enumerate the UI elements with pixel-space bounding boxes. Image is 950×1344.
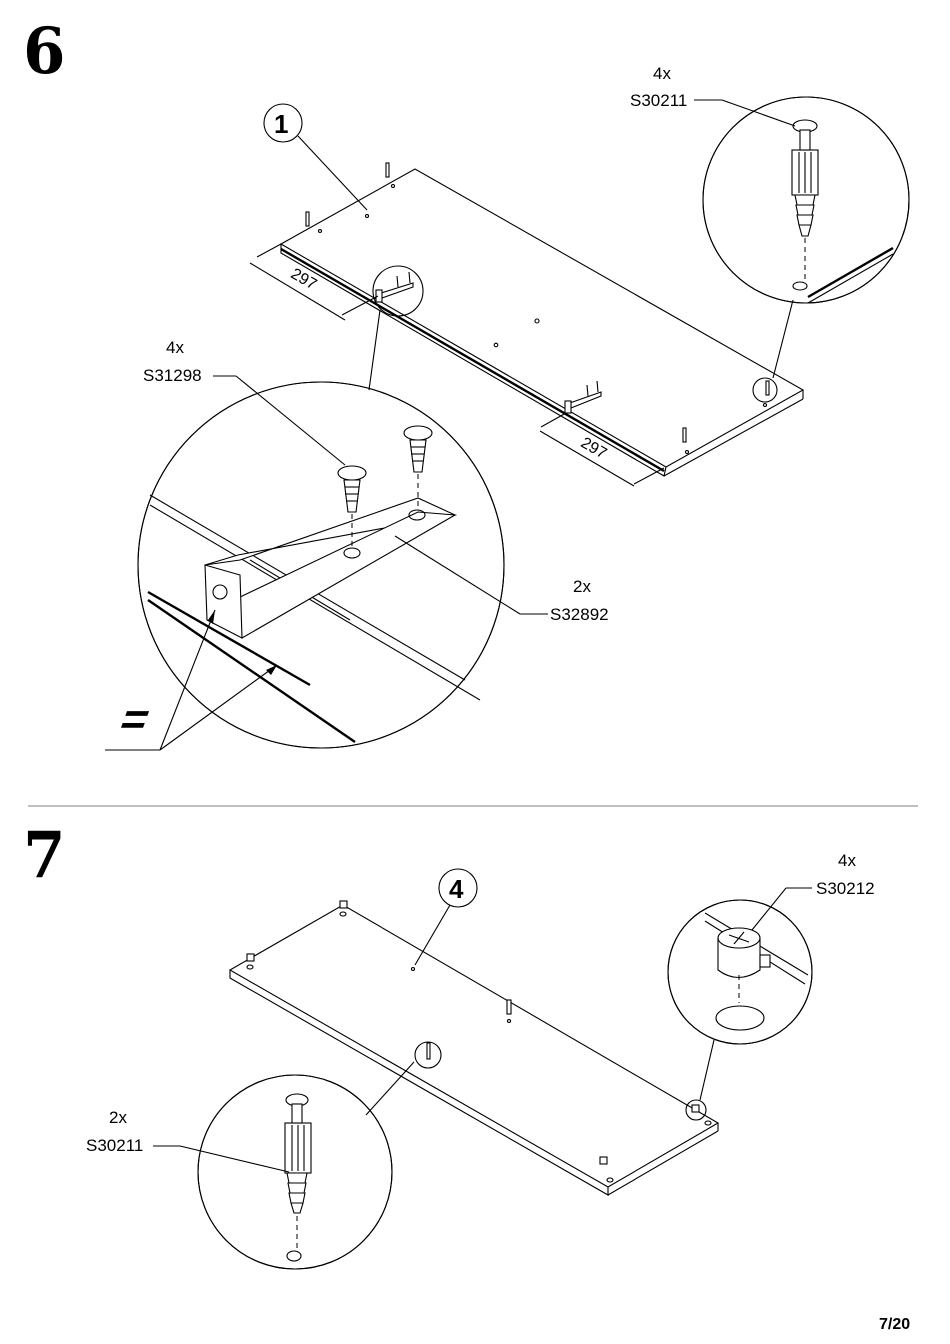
bracket-code: S32892 <box>550 605 609 624</box>
page-number: 7/20 <box>879 1316 911 1333</box>
panel-1-drawing <box>279 168 805 477</box>
step-number-7: 7 <box>23 818 66 893</box>
panel-4-drawing <box>228 900 720 1196</box>
cam-code: S30212 <box>816 879 875 898</box>
bracket-qty: 2x <box>573 577 591 596</box>
part-4-callout <box>414 868 478 966</box>
cam-qty: 4x <box>838 851 856 870</box>
screw-qty: 4x <box>166 338 184 357</box>
dowel-detail-circle-step6 <box>694 96 910 403</box>
step-number-6: 6 <box>23 14 66 89</box>
bracket-detail-circle <box>105 265 548 751</box>
dowel-detail-circle-step7 <box>153 1041 442 1270</box>
panel-1-label: 1 <box>274 109 289 139</box>
cam-detail-circle <box>667 887 813 1121</box>
screw-code: S31298 <box>143 366 202 385</box>
panel-brackets <box>375 271 602 414</box>
dowel-code-step6: S30211 <box>630 91 688 110</box>
part-1-callout <box>263 103 368 211</box>
dowel-code-step7: S30211 <box>86 1136 144 1155</box>
panel-dowels <box>305 162 770 443</box>
dowel-qty-step6: 4x <box>653 64 671 83</box>
dowel-qty-step7: 2x <box>109 1108 127 1127</box>
dimension-lines <box>249 243 665 487</box>
panel-4-label: 4 <box>449 874 464 904</box>
